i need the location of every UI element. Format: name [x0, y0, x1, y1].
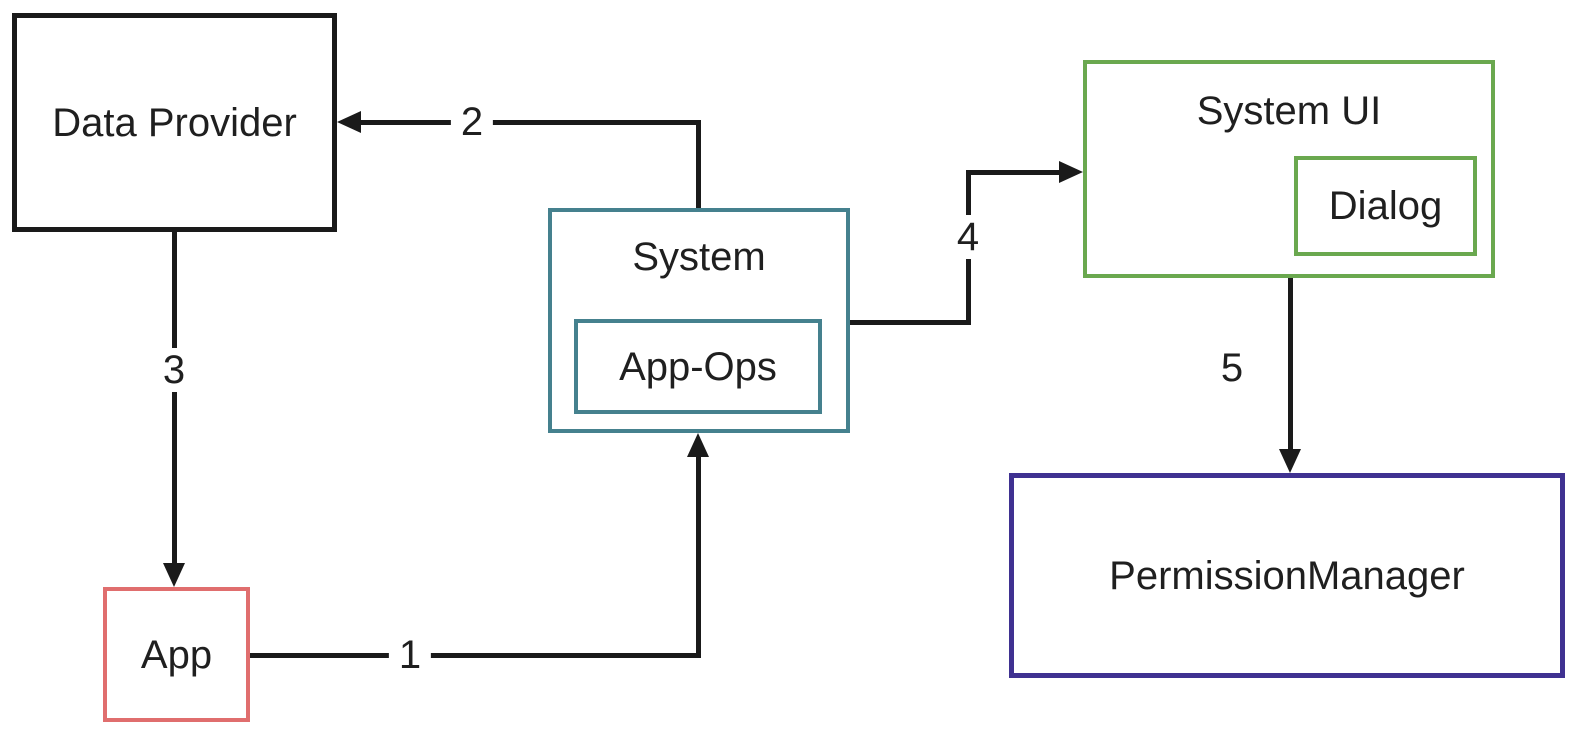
edge-2-line-horizontal [359, 120, 701, 125]
node-system-ui: System UI Dialog [1083, 60, 1495, 278]
edge-4-label: 4 [946, 215, 990, 259]
edge-2-line-vertical [696, 120, 701, 212]
edge-5-label: 5 [1210, 346, 1254, 390]
edge-5-arrowhead-down-icon [1279, 449, 1301, 473]
edge-2-label: 2 [450, 100, 494, 144]
node-permission-manager-label: PermissionManager [1109, 553, 1465, 598]
edge-1-line-horizontal [250, 653, 701, 658]
edge-1-label: 1 [388, 633, 432, 677]
edge-2-arrowhead-left-icon [337, 111, 361, 133]
edge-1-line-vertical [696, 453, 701, 658]
edge-4-arrowhead-right-icon [1059, 161, 1083, 183]
edge-3-arrowhead-down-icon [163, 563, 185, 587]
node-app-label: App [140, 632, 213, 677]
node-system-label: System [632, 235, 766, 279]
node-permission-manager: PermissionManager [1009, 473, 1565, 678]
node-app: App [103, 587, 250, 722]
node-data-provider-label: Data Provider [52, 100, 297, 145]
node-system: System App-Ops [548, 208, 850, 433]
edge-3-line-vertical [172, 230, 177, 565]
node-system-ui-label: System UI [1196, 89, 1382, 133]
node-app-ops-label: App-Ops [619, 344, 777, 389]
edge-4-line-horizontal-upper [966, 170, 1063, 175]
node-app-ops: App-Ops [574, 319, 822, 414]
edge-4-line-horizontal-lower [848, 320, 970, 325]
node-dialog-label: Dialog [1328, 184, 1443, 228]
node-dialog: Dialog [1294, 156, 1477, 256]
edge-1-arrowhead-up-icon [687, 433, 709, 457]
node-data-provider: Data Provider [12, 13, 337, 232]
edge-3-label: 3 [152, 348, 196, 392]
edge-5-line-vertical [1288, 276, 1293, 451]
